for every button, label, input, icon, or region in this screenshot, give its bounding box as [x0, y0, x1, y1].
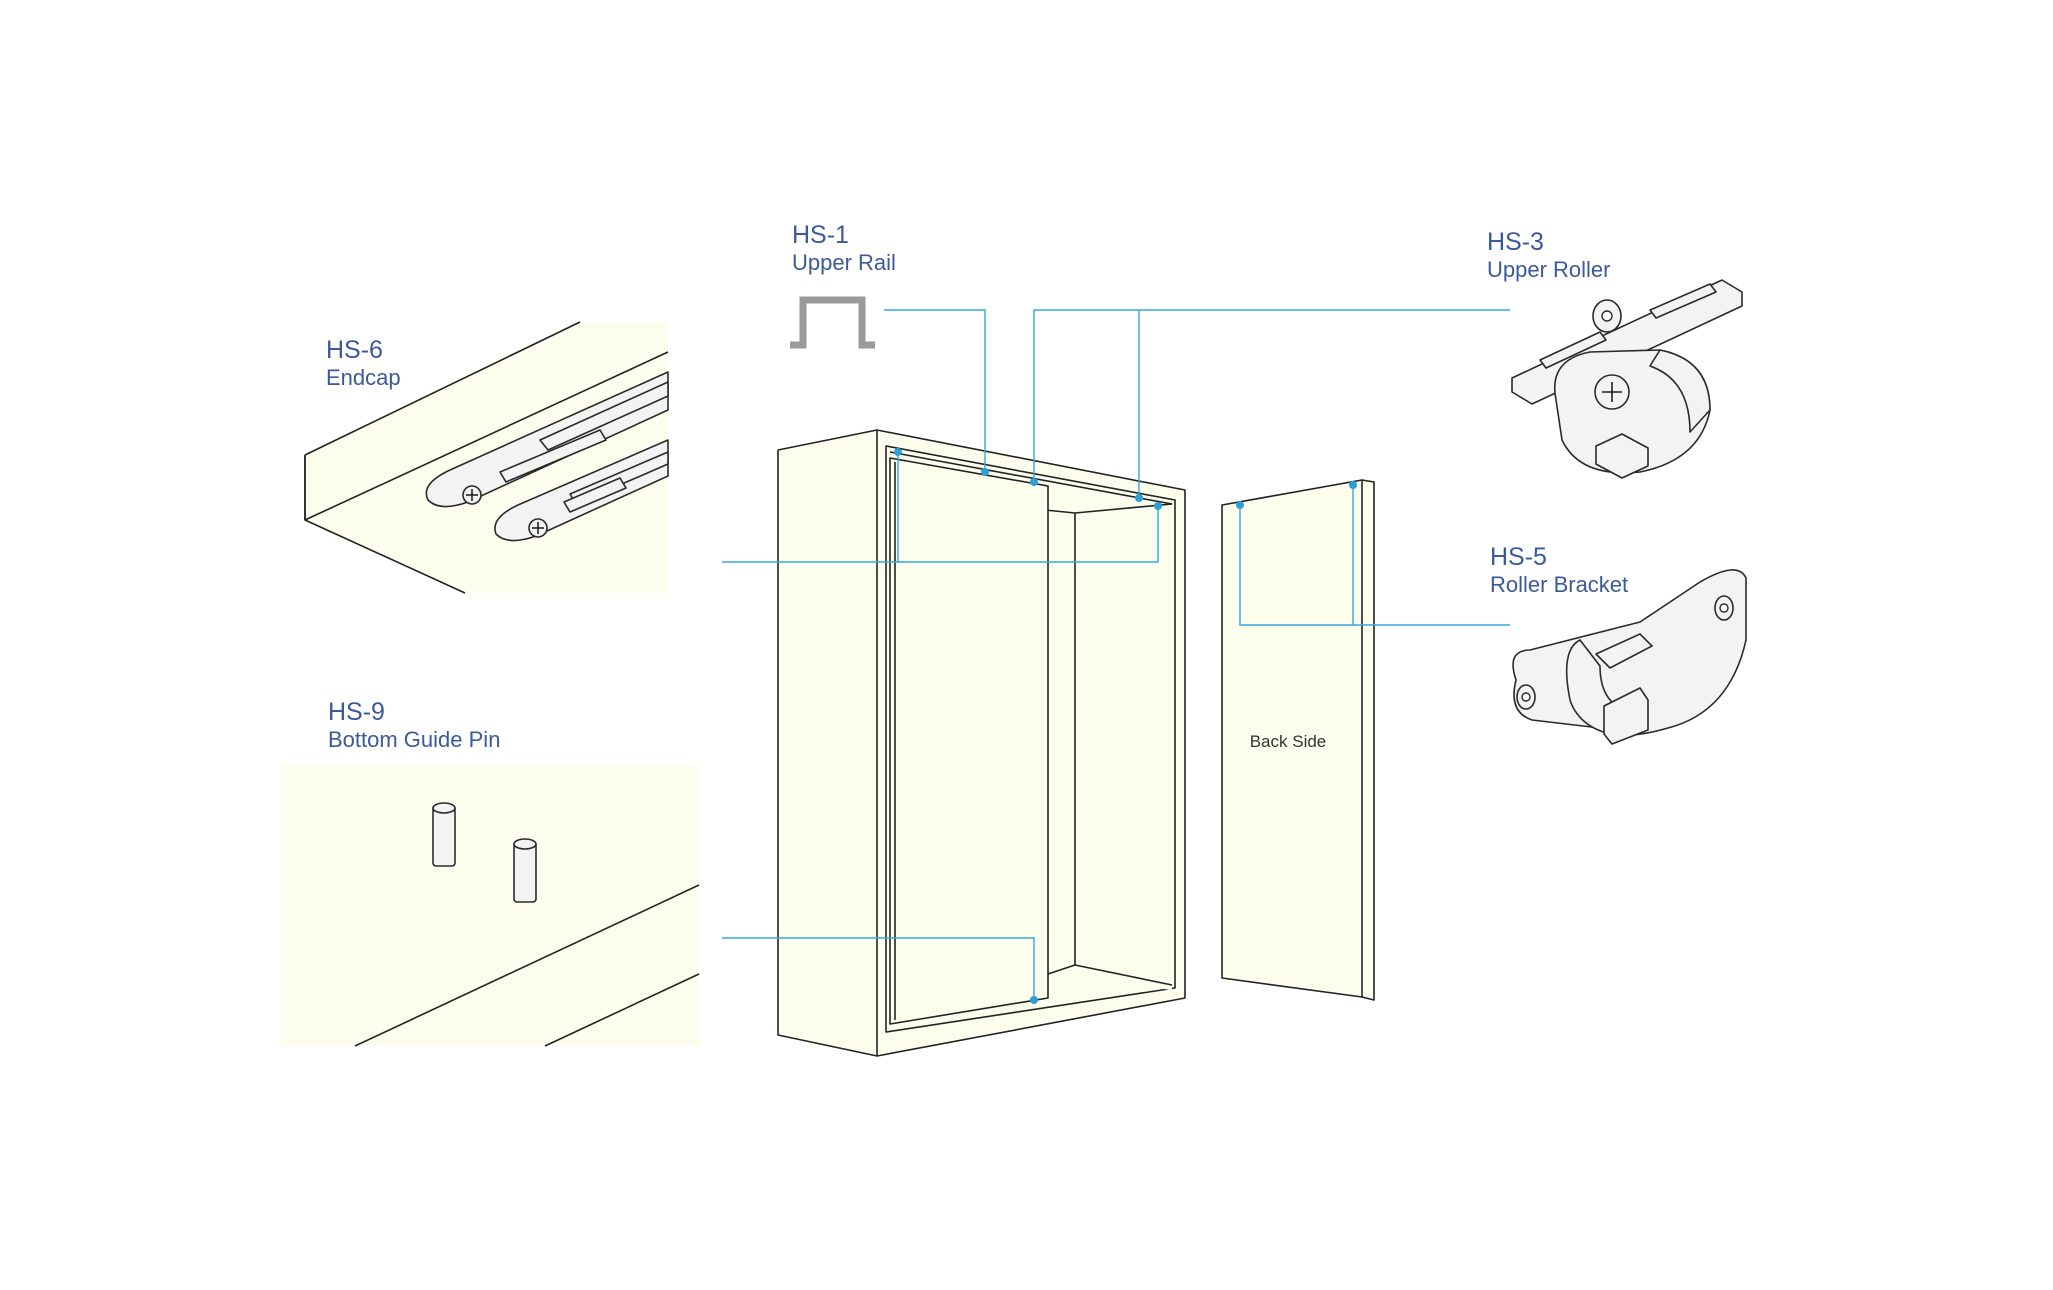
door-panel-back	[1221, 479, 1375, 1001]
callout-dots	[894, 448, 1357, 1004]
hs5-name: Roller Bracket	[1490, 572, 1628, 597]
endcap-detail-panel	[304, 321, 669, 594]
hs3-code: HS-3	[1487, 228, 1544, 256]
guide-pin-detail-panel	[281, 766, 700, 1047]
hs1-code: HS-1	[792, 221, 849, 249]
door-back-side-label: Back Side	[1250, 732, 1327, 751]
hs6-code: HS-6	[326, 336, 383, 364]
hs3-name: Upper Roller	[1487, 257, 1611, 282]
guide-pin-left	[432, 802, 456, 867]
endcap-part-lower	[494, 439, 669, 542]
endcap-part-upper	[425, 371, 669, 508]
upper-rail-profile-icon	[790, 296, 875, 349]
roller-bracket-part	[1512, 569, 1747, 745]
hs5-code: HS-5	[1490, 543, 1547, 571]
callout-lines	[722, 309, 1510, 1000]
hs1-name: Upper Rail	[792, 250, 896, 275]
hs6-name: Endcap	[326, 365, 401, 390]
hs9-name: Bottom Guide Pin	[328, 727, 500, 752]
cabinet-sliding-door	[889, 457, 1049, 1025]
upper-roller-part	[1511, 279, 1743, 479]
cabinet	[777, 429, 1186, 1057]
guide-pin-right	[513, 838, 537, 903]
hs9-code: HS-9	[328, 698, 385, 726]
